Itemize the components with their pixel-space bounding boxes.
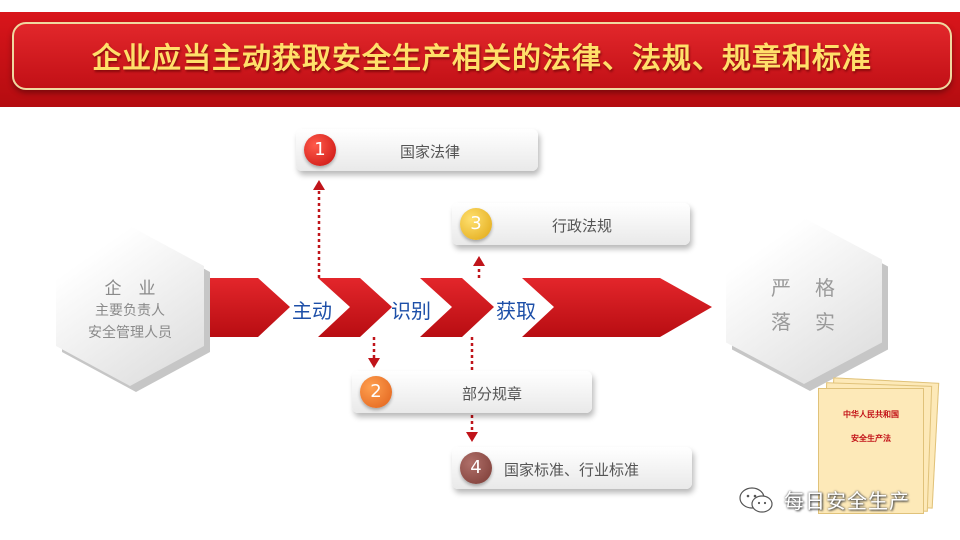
chevron-3 (462, 278, 554, 337)
hex-safety-manager-label: 安全管理人员 (88, 325, 172, 341)
arrowhead-down-4 (466, 432, 478, 442)
chevron-1 (258, 278, 350, 337)
arrowhead-up-3 (473, 256, 485, 266)
card-administrative-regulation: 3 行政法规 (452, 203, 690, 245)
card-departmental-rules: 2 部分规章 (352, 371, 592, 413)
title-banner: 企业应当主动获取安全生产相关的法律、法规、规章和标准 (12, 22, 952, 90)
book-cover: 中华人民共和国 安全生产法 (818, 388, 924, 514)
badge-2: 2 (360, 376, 392, 408)
badge-4: 4 (460, 452, 492, 484)
step-label-2: 识别 (391, 299, 431, 323)
step-label-1: 主动 (292, 299, 332, 323)
hex-implement-label: 落 实 (771, 310, 837, 334)
right-hexagon: 严 格 落 实 (726, 218, 882, 384)
card-label: 国家法律 (400, 143, 461, 161)
hex-principal-label: 主要负责人 (95, 303, 165, 319)
book-title-line2: 安全生产法 (851, 434, 891, 443)
card-label: 行政法规 (552, 217, 613, 235)
badge-3: 3 (460, 208, 492, 240)
step-label-3: 获取 (496, 299, 536, 323)
hex-enterprise-label: 企 业 (104, 279, 156, 299)
card-label: 国家标准、行业标准 (504, 461, 640, 479)
hex-strict-label: 严 格 (771, 276, 837, 300)
book-title-line1: 中华人民共和国 (843, 410, 899, 419)
card-national-law: 1 国家法律 (296, 129, 538, 171)
wechat-icon (739, 487, 773, 513)
arrowhead-up-1 (313, 180, 325, 190)
chevron-2 (360, 278, 452, 337)
page-title: 企业应当主动获取安全生产相关的法律、法规、规章和标准 (91, 41, 872, 75)
arrowhead-down-2 (368, 358, 380, 368)
badge-1: 1 (304, 134, 336, 166)
card-standards: 4 国家标准、行业标准 (452, 447, 692, 489)
watermark-text: 每日安全生产 (784, 489, 910, 513)
card-label: 部分规章 (462, 385, 523, 403)
